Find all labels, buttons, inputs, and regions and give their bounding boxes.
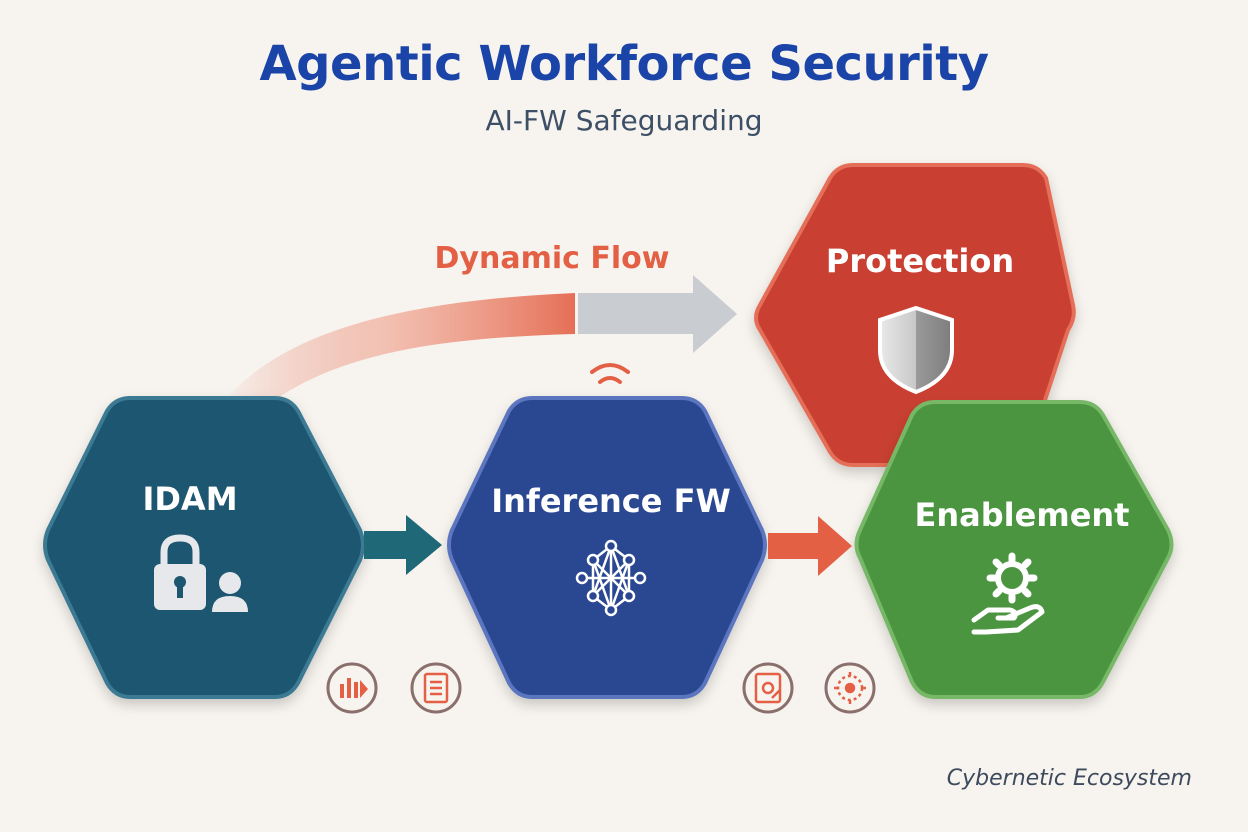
audio-bars-icon [340, 678, 368, 698]
dynamic-flow-label: Dynamic Flow [435, 241, 670, 276]
arrow-inference-to-enablement [768, 516, 852, 576]
lock-icon [154, 534, 206, 610]
page-subtitle: AI-FW Safeguarding [485, 104, 763, 137]
wifi-signal-icon [590, 363, 630, 384]
inference-fw-label: Inference FW [491, 482, 731, 520]
dynamic-flow-arrow [225, 275, 737, 420]
arrow-idam-to-inference [364, 515, 442, 575]
badge-image-file[interactable] [742, 662, 794, 714]
flow-arrow-red-segment [225, 293, 575, 420]
enablement-node[interactable] [854, 400, 1174, 699]
idam-node[interactable] [43, 396, 365, 699]
enablement-label: Enablement [915, 496, 1130, 534]
flow-arrow-gray-segment [578, 275, 737, 353]
gear-icon [986, 552, 1038, 604]
footer-caption: Cybernetic Ecosystem [946, 766, 1192, 791]
user-icon [212, 572, 248, 612]
hand-icon [971, 604, 1045, 635]
enablement-hexagon [854, 400, 1174, 699]
idam-hexagon [43, 396, 365, 699]
document-icon [423, 672, 449, 704]
page-title: Agentic Workforce Security [259, 36, 989, 92]
badge-audio-bars[interactable] [326, 662, 378, 714]
network-star-icon [575, 539, 647, 617]
image-file-icon [754, 672, 782, 704]
badge-target[interactable] [824, 662, 876, 714]
shield-icon [878, 305, 954, 395]
protection-label: Protection [826, 242, 1014, 280]
badge-document[interactable] [410, 662, 462, 714]
target-icon [834, 672, 866, 704]
idam-label: IDAM [142, 480, 237, 518]
